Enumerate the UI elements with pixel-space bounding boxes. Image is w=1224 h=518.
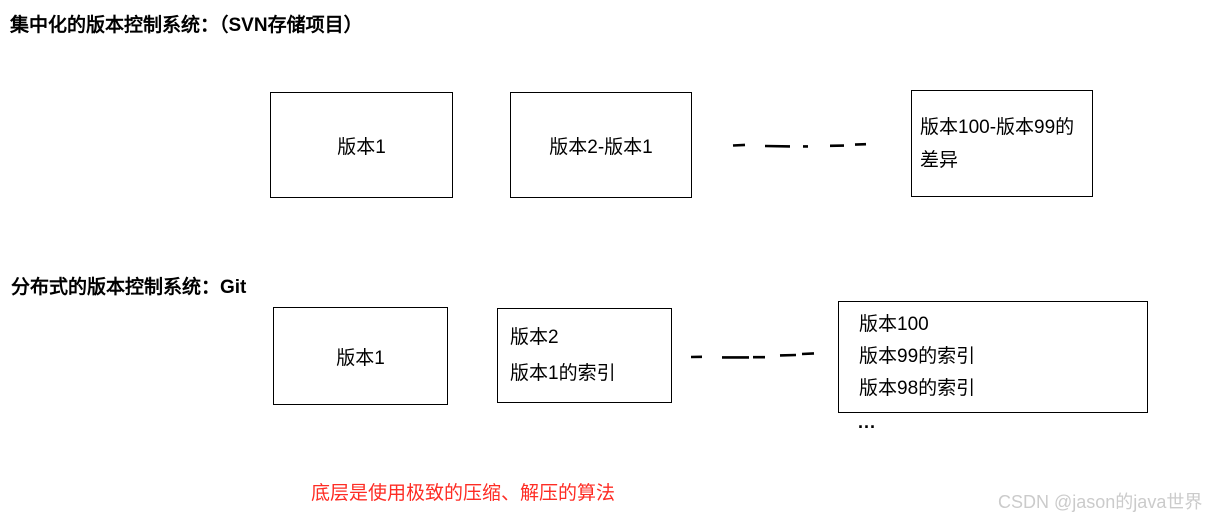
- svn-box-version1: 版本1: [270, 92, 453, 198]
- box-label: 版本100: [859, 314, 929, 335]
- svn-box-version2-diff: 版本2-版本1: [510, 92, 692, 198]
- box-label: 版本1: [336, 347, 385, 369]
- box-label: 版本98的索引: [859, 378, 976, 399]
- section-title-centralized: 集中化的版本控制系统：（SVN存储项目）: [10, 15, 363, 36]
- box-label: 版本1: [337, 136, 386, 158]
- git-box-version1: 版本1: [273, 307, 448, 405]
- box-label: 版本100-版本99的: [920, 116, 1075, 138]
- dashed-connector-svn: [732, 142, 867, 148]
- dashed-connector-git: [690, 352, 815, 359]
- git-box-version2: 版本2 版本1的索引: [497, 308, 672, 403]
- box-label: 版本2-版本1: [549, 136, 653, 158]
- git-box-version100: 版本100 版本99的索引 版本98的索引: [838, 301, 1148, 413]
- note-compression-algorithm: 底层是使用极致的压缩、解压的算法: [311, 483, 616, 504]
- svn-box-version100-diff: 版本100-版本99的 差异: [911, 90, 1093, 197]
- box-label: 差异: [920, 149, 959, 171]
- section-title-distributed: 分布式的版本控制系统：Git: [11, 277, 247, 298]
- csdn-watermark: CSDN @jason的java世界: [998, 492, 1203, 512]
- box-label: 版本99的索引: [859, 346, 976, 367]
- box-label: 版本1的索引: [510, 362, 616, 384]
- box-label: 版本2: [510, 326, 559, 348]
- ellipsis-more: ...: [858, 412, 877, 432]
